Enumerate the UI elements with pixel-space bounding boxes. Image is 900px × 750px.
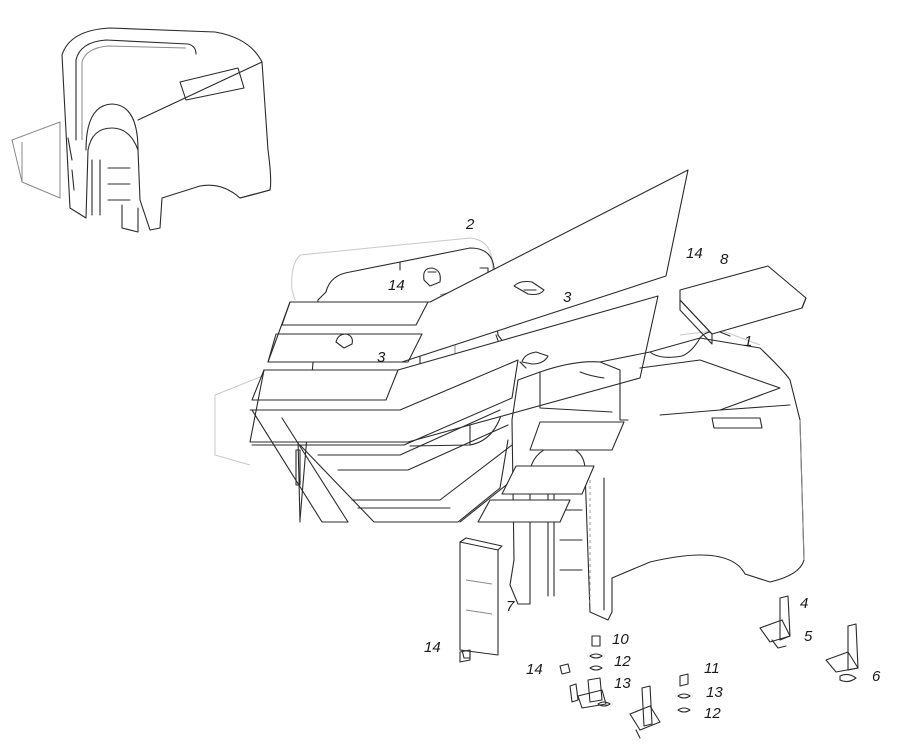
mudflap-parts (459, 537, 503, 659)
callout-14-hardware: 14 (526, 661, 543, 678)
callout-1: 1 (744, 333, 752, 350)
callout-12-upper: 12 (614, 653, 631, 670)
callout-13-upper: 13 (614, 675, 631, 692)
right-fender-part-1 (477, 265, 807, 621)
callout-14-fender: 14 (388, 277, 405, 294)
callout-8: 8 (720, 251, 729, 268)
overview-assembly (11, 27, 272, 233)
callout-5: 5 (804, 628, 813, 645)
callout-3-lower: 3 (377, 349, 386, 366)
callout-6: 6 (872, 668, 881, 685)
callout-3-upper: 3 (563, 289, 572, 306)
callout-labels: 1 2 3 3 4 5 6 7 8 10 11 12 12 13 13 14 1… (377, 216, 881, 722)
callout-14-mudflap: 14 (424, 639, 441, 656)
callout-7: 7 (506, 598, 515, 615)
callout-2: 2 (465, 216, 475, 233)
callout-12-lower: 12 (704, 705, 721, 722)
hardware-parts (459, 595, 859, 739)
callout-11: 11 (704, 660, 720, 677)
callout-13-lower: 13 (706, 684, 723, 701)
callout-4: 4 (800, 595, 808, 612)
panel-sheets (249, 169, 689, 523)
callout-14-top-right: 14 (686, 245, 703, 262)
callout-10: 10 (612, 631, 629, 648)
